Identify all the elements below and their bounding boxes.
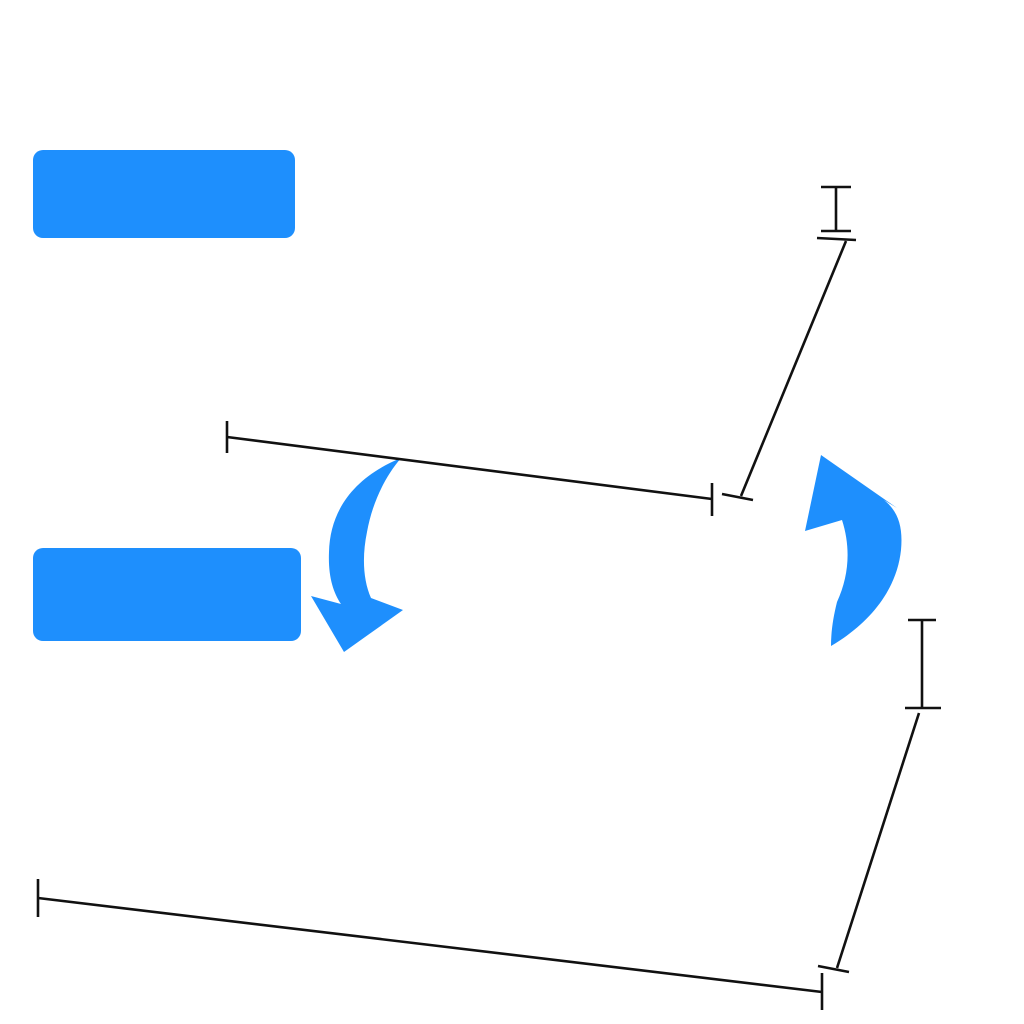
dimension-line — [835, 712, 921, 969]
curved-arrow-up-icon — [805, 455, 902, 646]
dimension-line — [739, 240, 848, 497]
dimension-tick — [816, 236, 857, 242]
method2-label — [33, 548, 301, 641]
dimensions-method1 — [225, 185, 857, 516]
dimension-line — [226, 435, 713, 501]
method1-label — [33, 150, 295, 238]
dimension-tick — [817, 964, 850, 974]
dimension-tick — [721, 492, 754, 502]
dimension-line — [37, 896, 823, 994]
dimensions-method2 — [36, 618, 941, 1010]
curved-arrow-down-icon — [311, 458, 403, 652]
